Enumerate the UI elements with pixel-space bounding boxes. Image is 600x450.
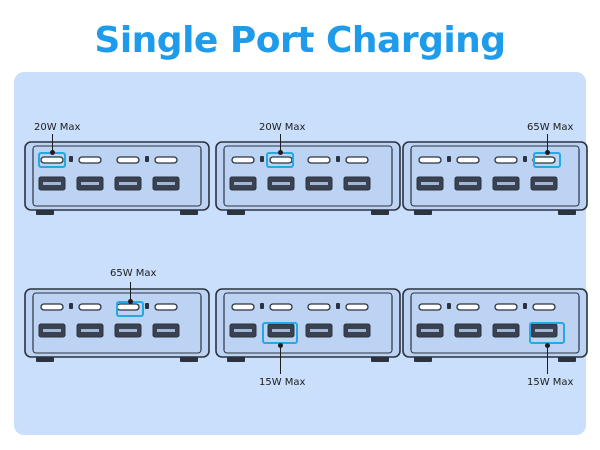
leader-dot-2 (278, 150, 283, 155)
charger-drawing (402, 141, 588, 215)
leader-line-1 (52, 134, 53, 152)
charger-device-2 (215, 141, 401, 215)
charger-drawing (24, 288, 210, 362)
usb-c-port (269, 303, 293, 311)
charger-device-4 (24, 288, 210, 362)
usb-c-port (345, 303, 369, 311)
usb-a-tongue (119, 329, 137, 332)
leader-dot-3 (545, 150, 550, 155)
status-led (523, 156, 527, 162)
highlighted-port-5 (262, 322, 298, 344)
usb-c-port (418, 156, 442, 164)
leader-dot-4 (128, 299, 133, 304)
usb-a-tongue (81, 329, 99, 332)
leader-line-4 (130, 282, 131, 301)
usb-c-port (78, 156, 102, 164)
usb-c-port (231, 156, 255, 164)
usb-c-port (307, 156, 331, 164)
leader-dot-1 (50, 150, 55, 155)
usb-a-tongue (43, 182, 61, 185)
leader-line-6 (547, 344, 548, 374)
usb-a-tongue (157, 182, 175, 185)
usb-c-port (456, 303, 480, 311)
scenario-label-1: 20W Max (34, 122, 81, 133)
usb-a-tongue (535, 182, 553, 185)
charger-drawing (402, 288, 588, 362)
usb-a-tongue (535, 329, 553, 332)
usb-c-port (78, 303, 102, 311)
usb-c-port (494, 156, 518, 164)
usb-a-tongue (421, 182, 439, 185)
charger-drawing (215, 288, 401, 362)
usb-c-port (418, 303, 442, 311)
usb-a-tongue (459, 329, 477, 332)
usb-c-port (307, 303, 331, 311)
charger-drawing (215, 141, 401, 215)
scenario-label-6: 15W Max (527, 377, 574, 388)
status-led (447, 303, 451, 309)
charger-body (24, 288, 210, 358)
usb-c-port (40, 303, 64, 311)
scenario-label-3: 65W Max (527, 122, 574, 133)
status-led (336, 303, 340, 309)
leader-dot-5 (278, 343, 283, 348)
usb-a-tongue (497, 329, 515, 332)
status-led (145, 303, 149, 309)
usb-c-port (345, 156, 369, 164)
leader-line-2 (280, 134, 281, 152)
usb-a-tongue (310, 329, 328, 332)
leader-line-5 (280, 344, 281, 374)
status-led (447, 156, 451, 162)
charger-body (215, 141, 401, 211)
usb-a-tongue (81, 182, 99, 185)
charger-body (215, 288, 401, 358)
charger-device-6 (402, 288, 588, 362)
usb-c-port (154, 303, 178, 311)
status-led (523, 303, 527, 309)
status-led (260, 156, 264, 162)
charger-device-5 (215, 288, 401, 362)
page-title: Single Port Charging (94, 20, 506, 61)
usb-c-port (40, 156, 64, 164)
highlighted-port-6 (529, 322, 565, 344)
usb-c-port (532, 303, 556, 311)
charger-device-3 (402, 141, 588, 215)
leader-dot-6 (545, 343, 550, 348)
usb-a-tongue (421, 329, 439, 332)
status-led (145, 156, 149, 162)
usb-a-tongue (272, 329, 290, 332)
status-led (69, 303, 73, 309)
usb-c-port (456, 156, 480, 164)
usb-a-tongue (119, 182, 137, 185)
scenario-label-2: 20W Max (259, 122, 306, 133)
scenario-label-5: 15W Max (259, 377, 306, 388)
usb-a-tongue (348, 182, 366, 185)
usb-c-port (154, 156, 178, 164)
diagram-panel: 20W Max 20W Max 65W Max 65W Max 15W Max … (14, 72, 588, 435)
status-led (336, 156, 340, 162)
charger-drawing (24, 141, 210, 215)
usb-a-tongue (234, 329, 252, 332)
usb-a-tongue (43, 329, 61, 332)
scenario-label-4: 65W Max (110, 268, 157, 279)
usb-a-tongue (497, 182, 515, 185)
usb-c-port (116, 156, 140, 164)
charger-device-1 (24, 141, 210, 215)
usb-a-tongue (310, 182, 328, 185)
usb-c-port (494, 303, 518, 311)
usb-a-tongue (348, 329, 366, 332)
usb-a-tongue (459, 182, 477, 185)
status-led (69, 156, 73, 162)
usb-a-tongue (157, 329, 175, 332)
leader-line-3 (547, 134, 548, 152)
usb-a-tongue (272, 182, 290, 185)
usb-c-port (231, 303, 255, 311)
usb-a-tongue (234, 182, 252, 185)
status-led (260, 303, 264, 309)
